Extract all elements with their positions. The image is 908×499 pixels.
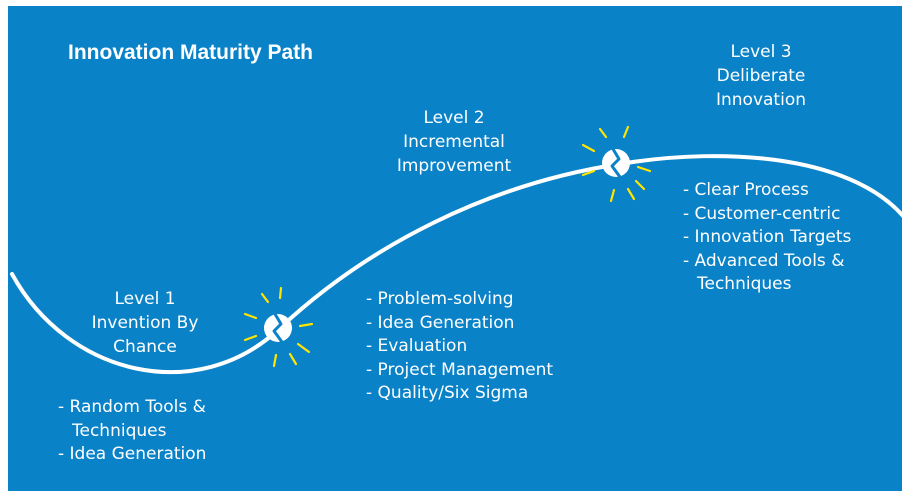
level-2-item: - Problem-solving bbox=[366, 289, 514, 309]
level-2-line-2: Incremental bbox=[403, 132, 505, 152]
level-3-item: - Clear Process bbox=[683, 180, 809, 200]
level-2-item: - Quality/Six Sigma bbox=[366, 383, 529, 403]
level-3-items: - Clear Process - Customer-centric - Inn… bbox=[683, 179, 851, 297]
level-1-line-1: Level 1 bbox=[114, 289, 176, 309]
level-1-heading: Level 1 Invention By Chance bbox=[45, 287, 245, 359]
level-1-line-3: Chance bbox=[113, 337, 177, 357]
level-2-items: - Problem-solving - Idea Generation - Ev… bbox=[366, 288, 553, 406]
level-3-item: Techniques bbox=[697, 274, 792, 294]
level-3-line-2: Deliberate bbox=[716, 66, 806, 86]
level-2-line-1: Level 2 bbox=[423, 108, 485, 128]
level-2-item: - Project Management bbox=[366, 359, 554, 380]
level-3-item: - Advanced Tools & bbox=[683, 250, 845, 271]
diagram-canvas: Innovation Maturity Path Level 1 Inventi… bbox=[8, 6, 902, 491]
level-1-item: - Idea Generation bbox=[58, 444, 207, 464]
level-3-heading: Level 3 Deliberate Innovation bbox=[661, 40, 861, 112]
background-panel bbox=[8, 6, 902, 491]
maturity-diagram bbox=[8, 6, 902, 491]
level-3-item: - Customer-centric bbox=[683, 203, 841, 224]
breakthrough-burst-icon bbox=[243, 286, 314, 368]
breakthrough-burst-icon bbox=[581, 125, 652, 203]
level-2-line-3: Improvement bbox=[396, 156, 512, 176]
level-3-item: - Innovation Targets bbox=[683, 227, 852, 247]
level-3-line-3: Innovation bbox=[715, 90, 806, 110]
level-1-line-2: Invention By bbox=[91, 313, 199, 333]
level-3-line-1: Level 3 bbox=[730, 42, 792, 62]
level-1-item: Techniques bbox=[72, 420, 167, 441]
level-2-item: - Evaluation bbox=[366, 336, 468, 356]
diagram-title: Innovation Maturity Path bbox=[68, 41, 314, 64]
level-1-item: - Random Tools & bbox=[58, 397, 206, 417]
level-1-items: - Random Tools & Techniques - Idea Gener… bbox=[58, 396, 206, 467]
maturity-curve bbox=[10, 154, 902, 375]
level-2-item: - Idea Generation bbox=[366, 312, 515, 333]
level-2-heading: Level 2 Incremental Improvement bbox=[354, 106, 554, 178]
